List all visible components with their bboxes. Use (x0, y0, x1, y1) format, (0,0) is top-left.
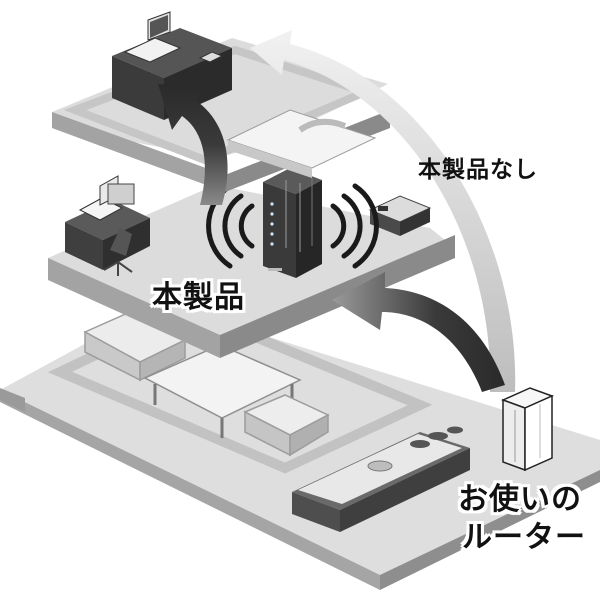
table (143, 344, 302, 438)
arrow-product-to-top (158, 84, 228, 205)
top-floor (52, 11, 390, 192)
kitchen-counter (292, 426, 470, 532)
ground-floor (0, 303, 600, 590)
arrow-without-product (250, 30, 516, 392)
printer-desk (112, 11, 232, 120)
label-product: 本製品 (152, 280, 245, 315)
armchair (243, 394, 330, 457)
user-router-device (500, 387, 555, 472)
label-router-line2: ルーター (462, 520, 586, 555)
label-router-line1: お使いの (458, 482, 582, 517)
arrow-router-to-product (332, 272, 505, 392)
bed (226, 109, 377, 178)
middle-floor (48, 168, 455, 358)
router-icon (263, 168, 322, 278)
desk-workstation (65, 175, 150, 276)
label-without-product: 本製品なし (418, 157, 538, 183)
